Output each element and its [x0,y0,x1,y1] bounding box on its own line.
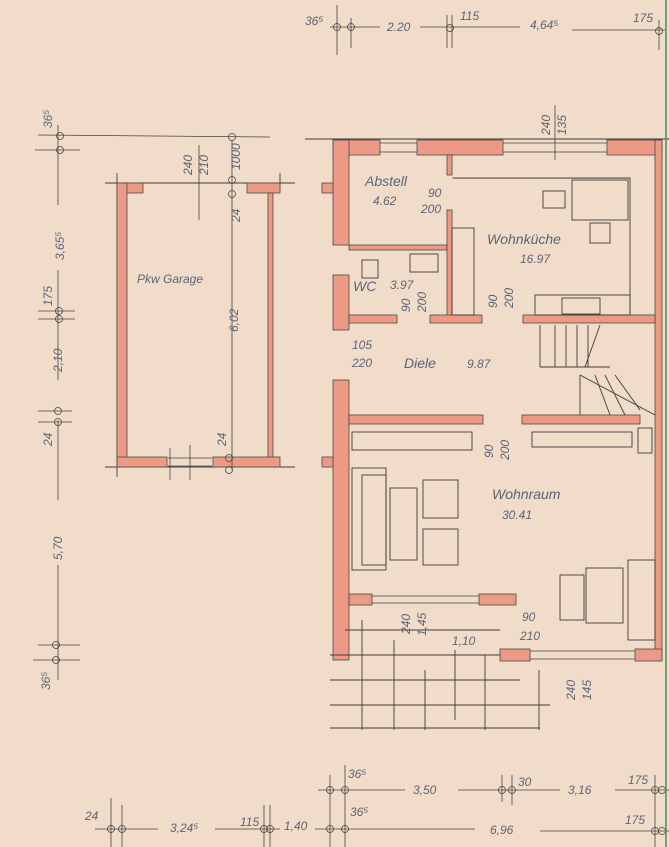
wc-door-w: 90 [399,298,413,312]
house-walls [305,138,669,662]
dim-top-0: 36⁵ [305,14,323,28]
garage-dim-1: 210 [197,155,211,176]
entry-w: 105 [352,338,372,352]
terrace-door-w: 90 [522,610,536,624]
wohnraum-label: Wohnraum [492,486,561,502]
dim-bottom2-6: 175 [625,813,645,827]
staircase [539,324,656,416]
terrace-window-h: 1,45 [415,612,429,636]
dim-bottom1-1: 3,50 [413,783,437,797]
wohn-door-h: 200 [498,440,512,461]
dim-bottom2-1: 3,24⁵ [170,821,198,835]
dim-left-3: 2,10 [51,348,65,373]
abstell-label: Abstell [364,173,408,189]
terrace-grid [330,620,550,730]
dim-top-window-0: 240 [539,115,553,136]
garage-dim-5: 24 [215,432,229,447]
garage-dim-4: 6,02 [227,308,241,332]
left-dimension-chain: 36⁵ 3,65⁵ 175 2,10 24 5,70 36⁵ [33,110,271,690]
dim-bottom2-4: 36⁵ [350,805,368,819]
abstell-area: 4.62 [373,194,397,208]
dim-left-5: 5,70 [51,536,65,560]
kitchen-door-h: 200 [502,288,516,309]
dim-left-2: 175 [41,286,55,306]
south-window-h: 145 [580,680,594,700]
kitchen-door-w: 90 [486,294,500,308]
dim-bottom2-2: 115 [240,815,259,829]
wc-door-h: 200 [415,292,429,313]
dim-left-4: 24 [41,432,55,447]
dim-left-6: 36⁵ [39,672,53,690]
dim-bottom1-3: 3,16 [568,783,592,797]
bottom-dimension-chains: 36⁵ 3,50 30 3,16 175 24 3,24⁵ 115 1,40 3… [84,765,669,847]
opening-dimensions: 90 200 90 200 90 200 105 220 90 200 240 … [351,186,594,701]
furniture [351,177,656,641]
dim-bottom2-5: 6,96 [490,823,514,837]
abstell-door-h: 200 [420,202,441,216]
room-labels: Abstell 4.62 Wohnküche 16.97 WC 3.97 Die… [353,173,561,522]
diele-label: Diele [404,355,436,371]
dim-bottom2-3: 1,40 [284,819,308,833]
wohnraum-area: 30.41 [502,508,532,522]
top-dimension-chain: 36⁵ 2.20 115 4,64⁵ 175 240 135 [305,5,665,160]
dim-bottom2-0: 24 [84,809,99,823]
dim-top-3: 4,64⁵ [530,18,558,32]
entry-h: 220 [351,356,372,370]
dim-bottom1-0: 36⁵ [348,767,366,781]
south-window-w: 240 [564,680,578,701]
dim-top-window-1: 135 [555,115,569,135]
garage-dim-3: 24 [229,208,243,223]
kitchen-label: Wohnküche [487,231,561,247]
dim-top-4: 175 [633,11,653,25]
diele-area: 9.87 [467,357,492,371]
dim-top-2: 115 [460,9,479,23]
garage: Pkw Garage 240 210 1000 24 6,02 24 [105,133,295,480]
wohn-door-w: 90 [482,444,496,458]
terrace-door-h: 210 [519,629,540,643]
garage-dim-0: 240 [181,155,195,176]
dim-left-1: 3,65⁵ [53,232,67,260]
dim-left-0: 36⁵ [41,110,55,128]
kitchen-area: 16.97 [520,252,551,266]
wc-area: 3.97 [390,278,415,292]
garage-label: Pkw Garage [137,272,203,286]
dim-bottom1-2: 30 [518,775,532,789]
wc-label: WC [353,278,377,294]
terrace-length: 1,10 [452,634,476,648]
garage-dim-2: 1000 [229,143,243,170]
terrace-window-w: 240 [399,614,413,635]
dim-top-1: 2.20 [386,20,411,34]
dim-bottom1-4: 175 [628,773,648,787]
abstell-door-w: 90 [428,186,442,200]
